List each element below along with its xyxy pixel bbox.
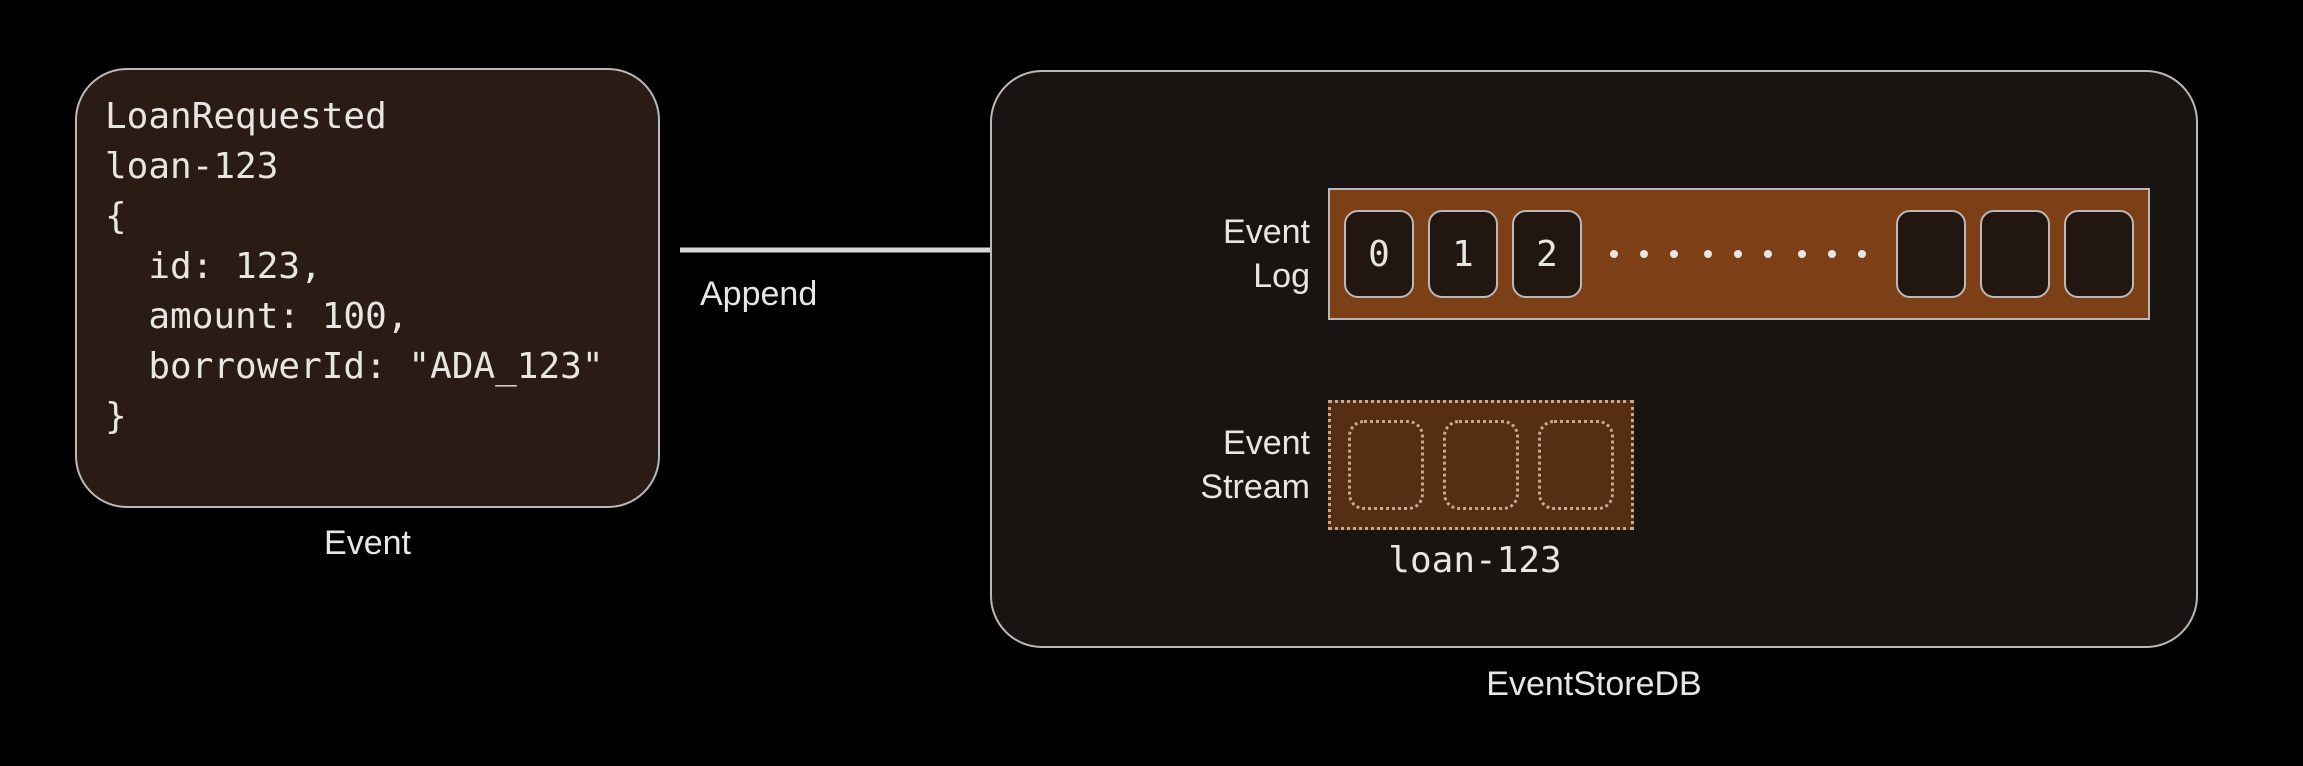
ellipsis-dot — [1610, 250, 1618, 258]
event-card: LoanRequested loan-123 { id: 123, amount… — [75, 68, 660, 508]
event-log-label-line1: Event — [1223, 213, 1310, 251]
event-payload-code: LoanRequested loan-123 { id: 123, amount… — [105, 96, 604, 437]
event-log-empty-cell[interactable] — [2064, 210, 2134, 298]
ellipsis-dot — [1734, 250, 1742, 258]
ellipsis-dot — [1640, 250, 1648, 258]
event-stream-label-line1: Event — [1223, 424, 1310, 462]
ellipsis-dot — [1828, 250, 1836, 258]
event-stream-cell[interactable] — [1442, 420, 1519, 510]
ellipsis-dot — [1858, 250, 1866, 258]
ellipsis-dot — [1764, 250, 1772, 258]
append-label: Append — [700, 275, 818, 313]
event-stream-label-line2: Stream — [1200, 468, 1310, 506]
event-card-caption: Event — [324, 524, 411, 562]
event-log-ellipsis — [1610, 250, 1866, 258]
event-stream-row: Event Stream — [1185, 400, 1634, 530]
event-stream-bar — [1328, 400, 1634, 530]
event-log-label: Event Log — [1185, 210, 1310, 298]
event-log-label-line2: Log — [1253, 257, 1310, 295]
event-log-cell[interactable]: 0 — [1344, 210, 1414, 298]
eventstoredb-container — [990, 70, 2198, 648]
ellipsis-dot-group — [1704, 250, 1772, 258]
ellipsis-dot — [1704, 250, 1712, 258]
event-log-empty-cell[interactable] — [1980, 210, 2050, 298]
ellipsis-dot-group — [1798, 250, 1866, 258]
eventstoredb-caption: EventStoreDB — [1486, 665, 1702, 703]
event-log-bar: 0 1 2 — [1328, 188, 2150, 320]
ellipsis-dot-group — [1610, 250, 1678, 258]
event-log-cell[interactable]: 2 — [1512, 210, 1582, 298]
ellipsis-dot — [1670, 250, 1678, 258]
event-log-row: Event Log 0 1 2 — [1185, 188, 2150, 320]
event-log-cell[interactable]: 1 — [1428, 210, 1498, 298]
event-stream-label: Event Stream — [1185, 421, 1310, 509]
ellipsis-dot — [1798, 250, 1806, 258]
event-stream-cell[interactable] — [1348, 420, 1425, 510]
event-stream-caption: loan-123 — [1388, 540, 1562, 581]
event-stream-cell[interactable] — [1537, 420, 1614, 510]
event-log-empty-cells — [1896, 210, 2134, 298]
event-log-empty-cell[interactable] — [1896, 210, 1966, 298]
